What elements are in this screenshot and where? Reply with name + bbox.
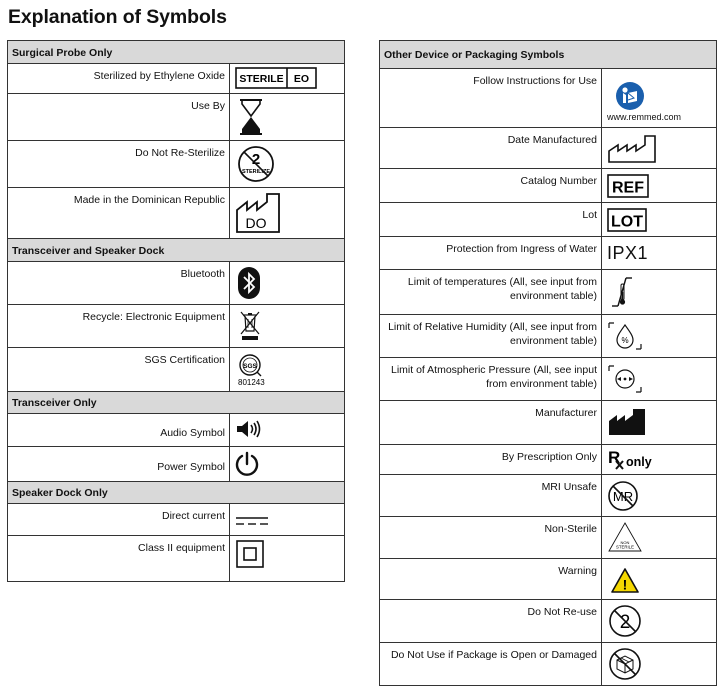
svg-text:REF: REF [612,180,644,197]
sgs-icon: SGS 801243 [238,354,265,387]
lot-icon: LOT [607,208,647,232]
symbol-label: Protection from Ingress of Water [379,236,602,270]
section-header: Transceiver and Speaker Dock [7,238,345,262]
symbol-label: Lot [379,202,602,237]
symbol-label: By Prescription Only [379,444,602,475]
instructions-icon [616,82,644,110]
symbol-label: Do Not Re-use [379,599,602,643]
weee-bin-icon [240,311,260,340]
manufacturer-url: www.remmed.com [607,112,682,122]
svg-text:LOT: LOT [611,214,643,231]
symbol-label: Made in the Dominican Republic [7,187,230,239]
section-header: Speaker Dock Only [7,481,345,504]
symbol-label: Direct current [7,503,230,536]
do-not-reuse-icon: 2 [609,605,641,637]
section-header: Other Device or Packaging Symbols [378,40,718,69]
svg-text:SGS: SGS [243,363,257,370]
symbol-label: MRI Unsafe [379,474,602,517]
svg-text:only: only [626,455,652,469]
svg-text:801243: 801243 [238,378,265,387]
symbol-label: Non-Sterile [379,516,602,559]
symbol-label: Power Symbol [7,446,230,482]
symbol-label: Bluetooth [7,261,230,305]
symbol-label: Limit of Relative Humidity (All, see inp… [379,314,602,358]
non-sterile-icon: NON STERILE [608,522,642,552]
hourglass-icon [240,99,262,135]
rx-only-icon: R only [608,448,652,470]
class-ii-icon [236,540,264,568]
speaker-icon [237,420,261,438]
ref-icon: REF [607,174,649,198]
damaged-package-icon [609,648,641,680]
bluetooth-icon [238,267,260,299]
symbol-label: Sterilized by Ethylene Oxide [7,63,230,94]
svg-text:NON: NON [621,540,630,545]
symbol-label: Limit of Atmospheric Pressure (All, see … [379,357,602,401]
symbol-label: Class II equipment [7,535,230,582]
humidity-limit-icon: % [608,322,642,350]
svg-text:EO: EO [294,73,309,85]
ipx1-icon: IPX1 [607,243,649,263]
surgical-symbols-table: Surgical Probe Only Sterilized by Ethyle… [7,40,345,582]
symbol-label: Catalog Number [379,168,602,203]
section-header: Transceiver Only [7,391,345,414]
symbol-label: Do Not Use if Package is Open or Damaged [379,642,602,686]
mri-unsafe-icon: MR [608,481,638,511]
symbol-label: SGS Certification [7,347,230,392]
svg-text:STERILIZE: STERILIZE [242,169,270,175]
svg-text:DO: DO [246,215,267,231]
date-manufactured-icon [608,135,656,163]
power-icon [235,451,259,476]
symbol-label: Limit of temperatures (All, see input fr… [379,269,602,315]
packaging-symbols-table: Other Device or Packaging Symbols Follow… [378,40,718,686]
symbol-label: Manufacturer [379,400,602,445]
symbol-label: Date Manufactured [379,127,602,169]
manufacturer-icon [609,409,645,435]
warning-icon: ! [611,568,639,593]
symbol-label: Warning [379,558,602,600]
temperature-limit-icon [612,277,632,307]
symbol-label: Follow Instructions for Use [379,68,602,128]
svg-text:STERILE: STERILE [616,545,634,550]
sterile-eo-icon: STERILE EO [235,67,317,89]
svg-text:2: 2 [252,151,260,168]
symbol-label: Recycle: Electronic Equipment [7,304,230,348]
symbol-label: Do Not Re-Sterilize [7,140,230,188]
section-header: Surgical Probe Only [7,40,345,64]
factory-do-icon: DO [236,193,280,233]
svg-text:2: 2 [620,612,631,633]
direct-current-icon [236,517,268,525]
symbol-label: Use By [7,93,230,141]
page-title: Explanation of Symbols [8,6,227,28]
svg-text:!: ! [623,577,628,593]
svg-text:STERILE: STERILE [239,73,283,85]
pressure-limit-icon [608,365,642,393]
symbol-label: Audio Symbol [7,413,230,447]
svg-text:%: % [621,336,628,345]
do-not-resterilize-icon: 2 STERILIZE [238,146,274,182]
